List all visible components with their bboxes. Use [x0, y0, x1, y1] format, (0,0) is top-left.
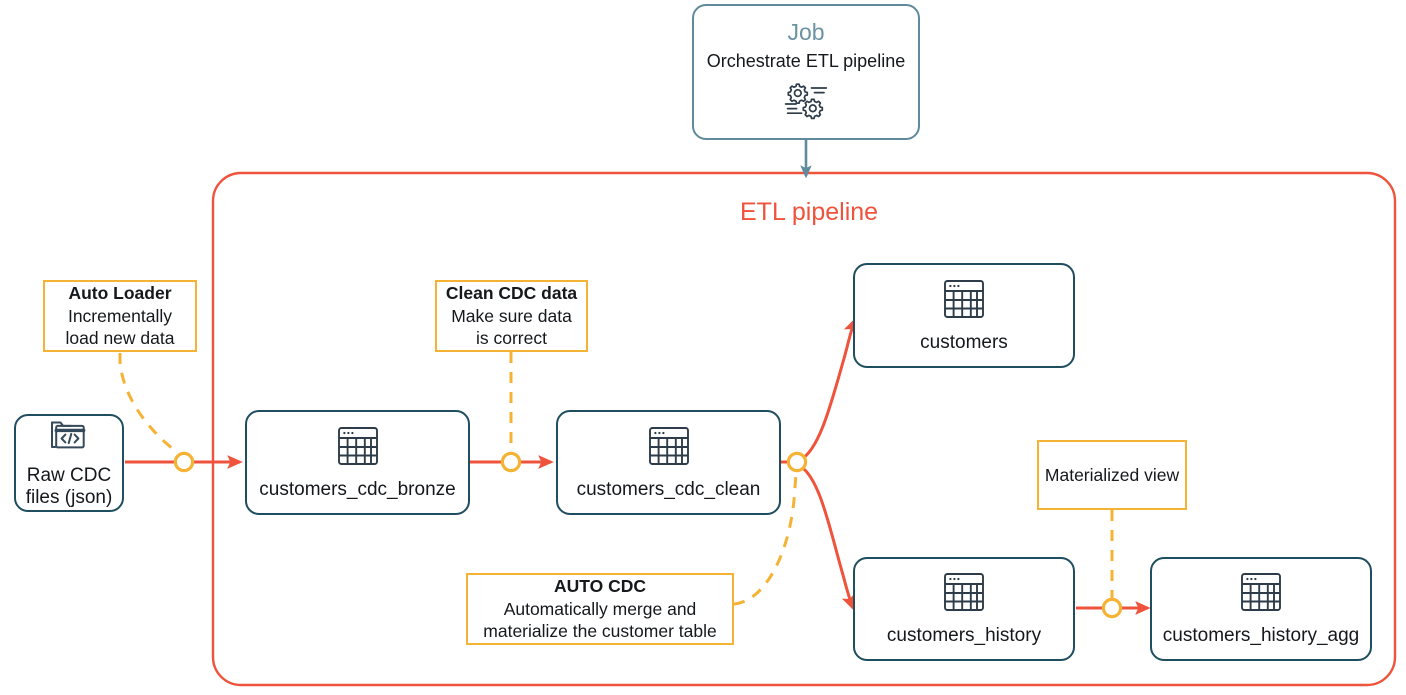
- annotation-title: Auto Loader: [68, 283, 172, 304]
- node-customers-history[interactable]: customers_history: [853, 557, 1075, 661]
- table-icon: [942, 571, 986, 618]
- table-icon: [1239, 571, 1283, 618]
- job-subtitle: Orchestrate ETL pipeline: [706, 51, 906, 72]
- flow-clean-to-history: [799, 464, 855, 611]
- node-customers-cdc-clean[interactable]: customers_cdc_clean: [556, 410, 781, 515]
- annotation-line-1: Make sure data: [451, 305, 572, 326]
- node-label: customers_cdc_clean: [576, 478, 761, 500]
- annotation-title: Clean CDC data: [445, 283, 578, 304]
- junction-circle-cleancdc[interactable]: [500, 451, 522, 473]
- annotation-materialized-view[interactable]: Materialized view: [1037, 440, 1187, 510]
- dashed-autoloader-connector: [118, 353, 178, 454]
- node-label: customers_history_agg: [1162, 625, 1360, 647]
- pipeline-title: ETL pipeline: [740, 198, 879, 226]
- job-title: Job: [787, 19, 825, 45]
- node-raw-cdc-files[interactable]: Raw CDC files (json): [14, 414, 124, 512]
- flow-clean-to-customers: [799, 317, 857, 462]
- annotation-title: AUTO CDC: [553, 576, 647, 597]
- dashed-autocdc-connector: [733, 473, 798, 606]
- annotation-line-2: materialize the customer table: [483, 621, 717, 642]
- annotation-line-1: Automatically merge and: [503, 598, 697, 619]
- junction-circle-autocdc[interactable]: [786, 451, 808, 473]
- annotation-auto-cdc[interactable]: AUTO CDC Automatically merge and materia…: [466, 573, 734, 645]
- annotation-line-1: Incrementally: [67, 305, 173, 326]
- table-icon: [336, 425, 380, 472]
- annotation-line-2: is correct: [476, 328, 547, 349]
- annotation-auto-loader[interactable]: Auto Loader Incrementally load new data: [43, 280, 197, 352]
- folder-code-icon: [49, 417, 89, 458]
- node-label: customers: [920, 331, 1008, 353]
- node-label: customers_history: [886, 625, 1042, 647]
- table-icon: [647, 425, 691, 472]
- annotation-clean-cdc-data[interactable]: Clean CDC data Make sure data is correct: [435, 280, 588, 352]
- node-label-line2: files (json): [25, 487, 113, 508]
- node-label-line1: Raw CDC: [26, 465, 112, 487]
- node-label: customers_cdc_bronze: [259, 478, 456, 500]
- job-card[interactable]: Job Orchestrate ETL pipeline: [692, 4, 920, 140]
- annotation-line-2: load new data: [65, 328, 175, 349]
- table-icon: [942, 278, 986, 325]
- node-customers[interactable]: customers: [853, 263, 1075, 368]
- gears-icon: [783, 81, 829, 126]
- junction-circle-materializedview[interactable]: [1101, 597, 1123, 619]
- node-customers-history-agg[interactable]: customers_history_agg: [1150, 557, 1372, 661]
- node-customers-cdc-bronze[interactable]: customers_cdc_bronze: [245, 410, 470, 515]
- annotation-title: Materialized view: [1044, 464, 1180, 485]
- junction-circle-autoloader[interactable]: [173, 451, 195, 473]
